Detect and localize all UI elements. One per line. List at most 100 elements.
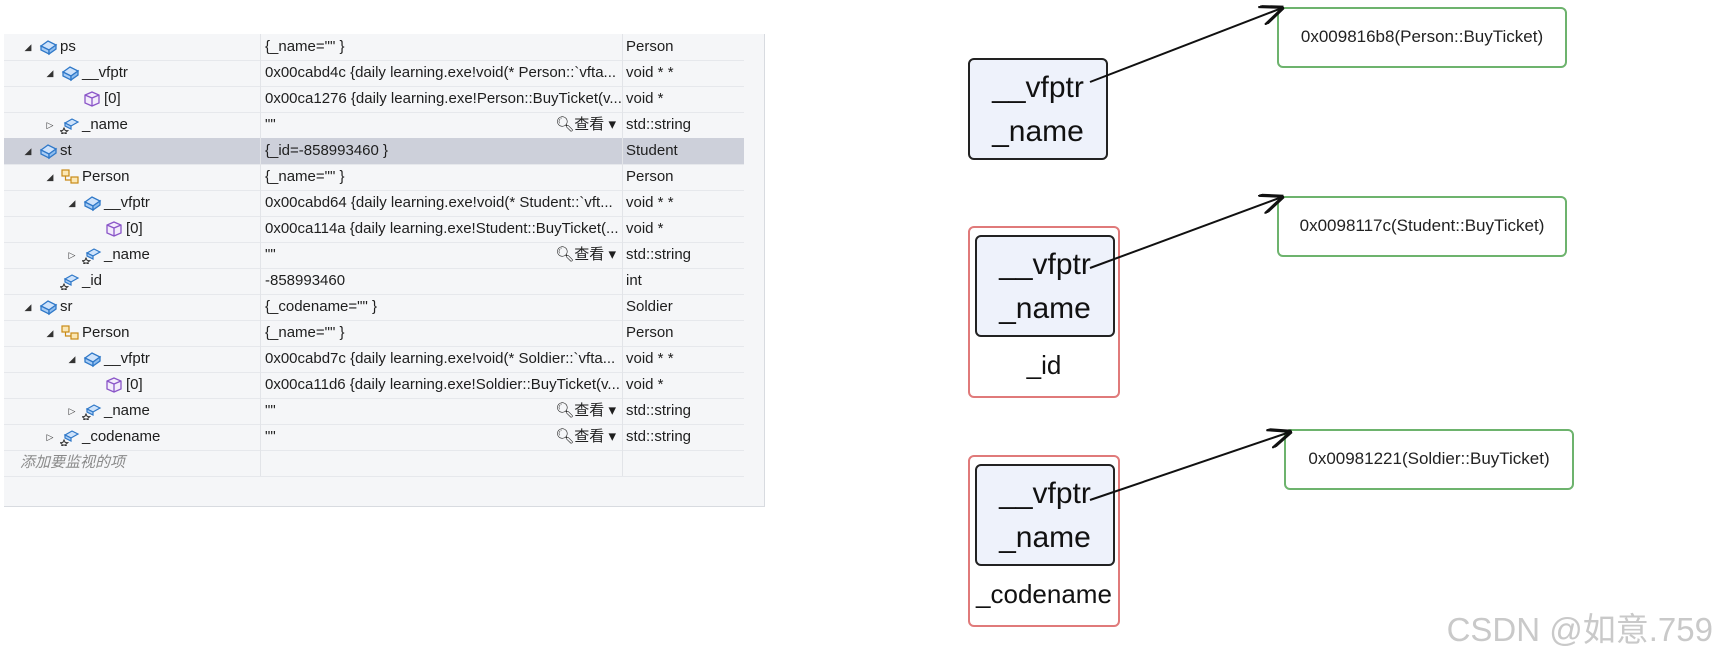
student-id-label: _id [1026,350,1062,380]
watch-type-cell: Person [626,34,744,60]
watch-value-cell[interactable]: 0x00cabd64 {daily learning.exe!void(* St… [262,190,623,216]
watch-row[interactable]: ▷_name""🔍︎查看 ▾std::string [4,242,744,269]
add-watch-row[interactable]: 添加要监视的项 [4,450,744,477]
collapse-triangle-icon[interactable]: ◢ [46,68,54,78]
watch-row[interactable]: ◢ __vfptr 0x00cabd4c {daily learning.exe!v… [4,60,744,87]
watch-value-text: 0x00ca11d6 {daily learning.exe!Soldier::… [265,376,620,393]
watch-row[interactable]: ▷_name""🔍︎查看 ▾std::string [4,398,744,425]
watch-name-cell: ◢st [4,138,261,164]
collapse-triangle-icon[interactable]: ◢ [46,328,54,338]
watch-type-cell: std::string [626,112,744,138]
watch-row[interactable]: ◢ __vfptr 0x00cabd7c {daily learning.exe!v… [4,346,744,373]
watch-value-cell[interactable]: {_id=-858993460 } [262,138,623,164]
expand-triangle-icon[interactable]: ▷ [68,250,76,260]
watch-value-cell[interactable]: ""🔍︎查看 ▾ [262,112,623,138]
watch-value-cell[interactable]: {_name="" } [262,320,623,346]
watch-value-cell[interactable]: ""🔍︎查看 ▾ [262,398,623,424]
watch-type-cell: void * * [626,60,744,86]
watch-value-text: 0x00ca1276 {daily learning.exe!Person::B… [265,90,622,107]
collapse-triangle-icon[interactable]: ◢ [68,198,76,208]
watch-row[interactable]: ◢Person{_name="" }Person [4,164,744,191]
watch-value-cell[interactable]: {_name="" } [262,164,623,190]
watch-value-cell[interactable]: 0x00ca1276 {daily learning.exe!Person::B… [262,86,623,112]
cube-icon [104,220,124,238]
cube-icon [82,90,102,108]
watch-row[interactable]: ◢Person{_name="" }Person [4,320,744,347]
watch-name-label: _codename [82,428,161,445]
watch-type-cell: void * [626,372,744,398]
watch-value-cell[interactable]: 0x00cabd4c {daily learning.exe!void(* Pe… [262,60,623,86]
watch-type-text: Soldier [626,298,673,315]
watch-value-cell[interactable]: {_name="" } [262,34,623,60]
watch-row[interactable]: ◢st{_id=-858993460 } Student [4,138,744,165]
watch-name-label: _id [82,272,103,289]
watch-row[interactable]: ▷_name""🔍︎查看 ▾std::string [4,112,744,139]
object-icon [38,142,58,160]
chevron-down-icon: ▾ [604,116,616,133]
person-name-label: _name [992,115,1084,148]
watch-value-cell[interactable]: ""🔍︎查看 ▾ [262,424,623,450]
watch-name-cell: ▷ _codename [4,424,261,450]
watch-type-text: Person [626,38,674,55]
watch-name-cell: ◢__vfptr [4,190,261,216]
watch-name-label: sr [60,298,73,315]
watch-type-text: std::string [626,116,692,133]
watch-row[interactable]: [0]0x00ca1276 {daily learning.exe!Person… [4,86,744,113]
object-icon [38,298,58,316]
watch-value-cell[interactable]: "" 🔍︎查看 ▾ [262,242,623,268]
watch-row[interactable]: [0]0x00ca11d6 {daily learning.exe!Soldie… [4,372,744,399]
watch-row[interactable]: ◢ ps {_name="" }Person [4,34,744,61]
watch-row[interactable]: ◢ sr {_codename="" }Soldier [4,294,744,321]
watch-type-cell: std::string [626,424,744,450]
watch-name-label: __vfptr [104,350,150,367]
watch-type-cell: std::string [626,398,744,424]
magnifier-icon: 🔍︎ [555,116,575,133]
soldier-vfptr-label: __vfptr [999,477,1091,510]
watch-name-label: ps [60,38,76,55]
expand-triangle-icon[interactable]: ▷ [46,120,54,130]
watch-type-cell: Soldier [626,294,744,320]
student-base-box: __vfptr _name [975,235,1115,337]
watch-type-cell: Student [626,138,744,164]
view-dropdown-button[interactable]: 🔍︎查看 ▾ [555,242,616,268]
watch-type-text: Student [626,142,678,159]
watch-type-text: void * * [626,64,674,81]
watch-value-cell[interactable]: 0x00ca11d6 {daily learning.exe!Soldier::… [262,372,623,398]
view-dropdown-button[interactable]: 🔍︎查看 ▾ [555,424,616,450]
soldier-vtable-label: 0x00981221(Soldier::BuyTicket) [1308,449,1550,468]
watch-name-cell: _id [4,268,261,294]
collapse-triangle-icon[interactable]: ◢ [46,172,54,182]
magnifier-icon: 🔍︎ [555,246,575,263]
collapse-triangle-icon[interactable]: ◢ [24,302,32,312]
chevron-down-icon: ▾ [604,246,616,263]
expand-triangle-icon[interactable]: ▷ [68,406,76,416]
watch-name-label: _name [104,246,150,263]
watch-name-cell: ◢ __vfptr [4,60,261,86]
watch-value-cell[interactable]: 0x00cabd7c {daily learning.exe!void(* So… [262,346,623,372]
watch-value-text: "" [265,246,276,263]
watch-name-label: __vfptr [82,64,128,81]
watch-value-text: {_id=-858993460 } [265,142,389,159]
collapse-triangle-icon[interactable]: ◢ [24,42,32,52]
soldier-name-label: _name [999,521,1091,554]
watch-name-cell: ▷ _name [4,242,261,268]
watch-type-cell: int [626,268,744,294]
watch-row[interactable]: [0]0x00ca114a {daily learning.exe!Studen… [4,216,744,243]
watch-row[interactable]: ▷ _codename ""🔍︎查看 ▾std::string [4,424,744,451]
soldier-object-outer-box: __vfptr _name _codename [968,455,1120,627]
watch-name-label: Person [82,168,130,185]
collapse-triangle-icon[interactable]: ◢ [24,146,32,156]
watch-value-cell[interactable]: -858993460 [262,268,623,294]
expand-triangle-icon[interactable]: ▷ [46,432,54,442]
collapse-triangle-icon[interactable]: ◢ [68,354,76,364]
watch-value-cell[interactable]: 0x00ca114a {daily learning.exe!Student::… [262,216,623,242]
watch-value-text: 0x00cabd64 {daily learning.exe!void(* St… [265,194,613,211]
watch-value-cell[interactable]: {_codename="" } [262,294,623,320]
object-icon [60,64,80,82]
chevron-down-icon: ▾ [604,402,616,419]
view-dropdown-button[interactable]: 🔍︎查看 ▾ [555,398,616,424]
watch-name-cell: [0] [4,216,261,242]
view-dropdown-button[interactable]: 🔍︎查看 ▾ [555,112,616,138]
